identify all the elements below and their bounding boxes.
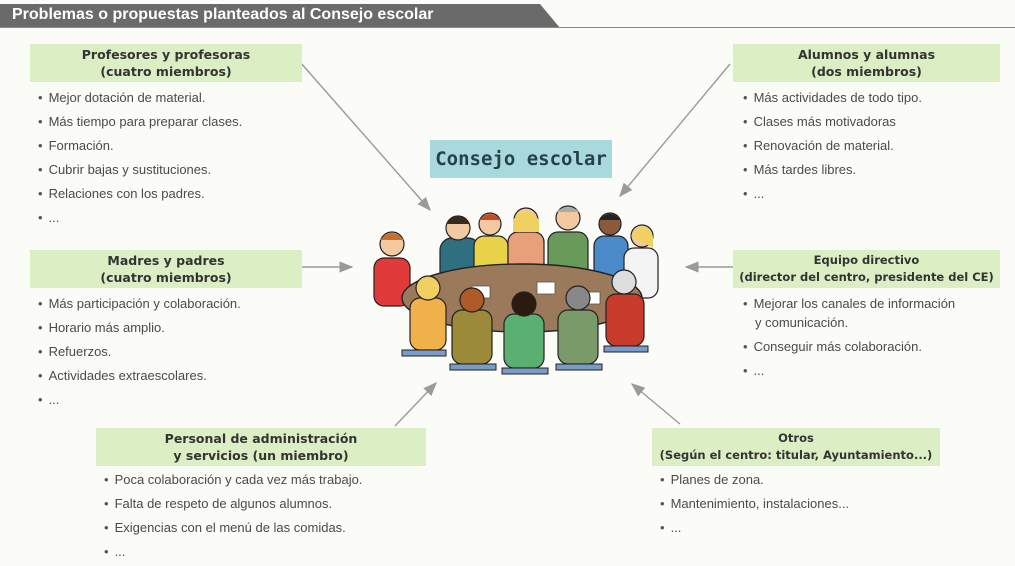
list-item: ... (38, 206, 302, 230)
consejo-escolar-title: Consejo escolar (430, 140, 612, 178)
group-otros-subtitle: (Según el centro: titular, Ayuntamiento.… (659, 448, 933, 462)
arrow-alumnos (619, 63, 731, 198)
section-title: Problemas o propuestas planteados al Con… (12, 6, 434, 23)
group-madres: Madres y padres (cuatro miembros) Más pa… (30, 250, 302, 412)
group-personal-title: Personal de administración (164, 431, 358, 446)
group-otros-header: Otros (Según el centro: titular, Ayuntam… (652, 428, 940, 466)
list-item: Más tardes libres. (743, 158, 1000, 182)
list-item: ... (104, 540, 426, 564)
meeting-illustration (373, 205, 659, 375)
list-item: Cubrir bajas y sustituciones. (38, 158, 302, 182)
list-item: ... (38, 388, 302, 412)
arrow-otros (630, 383, 681, 425)
group-personal-subtitle: y servicios (un miembro) (173, 448, 349, 463)
group-profesores-list: Mejor dotación de material. Más tiempo p… (38, 86, 302, 230)
group-madres-list: Más participación y colaboración. Horari… (38, 292, 302, 412)
group-madres-header: Madres y padres (cuatro miembros) (30, 250, 302, 288)
group-alumnos: Alumnos y alumnas (dos miembros) Más act… (733, 44, 1000, 206)
list-item: Refuerzos. (38, 340, 302, 364)
list-item: Más tiempo para preparar clases. (38, 110, 302, 134)
list-item: Relaciones con los padres. (38, 182, 302, 206)
group-equipo-title: Equipo directivo (813, 253, 920, 267)
group-profesores-subtitle: (cuatro miembros) (100, 64, 232, 79)
list-item: Más participación y colaboración. (38, 292, 302, 316)
person-front-5 (605, 269, 645, 347)
arrow-personal (394, 381, 437, 427)
group-equipo-subtitle: (director del centro, presidente del CE) (739, 270, 994, 284)
list-item: Mejor dotación de material. (38, 86, 302, 110)
person-front-4 (557, 285, 599, 365)
group-alumnos-header: Alumnos y alumnas (dos miembros) (733, 44, 1000, 82)
group-alumnos-list: Más actividades de todo tipo. Clases más… (743, 86, 1000, 206)
list-item: Más actividades de todo tipo. (743, 86, 1000, 110)
header-rule (0, 27, 1015, 28)
list-item: Formación. (38, 134, 302, 158)
list-item: Mantenimiento, instalaciones... (660, 492, 940, 516)
list-item: Poca colaboración y cada vez más trabajo… (104, 468, 426, 492)
group-otros-title: Otros (778, 431, 814, 445)
group-madres-subtitle: (cuatro miembros) (100, 270, 232, 285)
person-left (373, 231, 411, 307)
group-equipo: Equipo directivo (director del centro, p… (733, 250, 1000, 383)
person-front-3 (503, 291, 545, 369)
group-otros-list: Planes de zona. Mantenimiento, instalaci… (660, 468, 940, 540)
list-item: Conseguir más colaboración. (743, 335, 1000, 359)
list-item: Renovación de material. (743, 134, 1000, 158)
list-item: ... (660, 516, 940, 540)
list-item: Planes de zona. (660, 468, 940, 492)
group-alumnos-subtitle: (dos miembros) (811, 64, 922, 79)
group-otros: Otros (Según el centro: titular, Ayuntam… (652, 428, 940, 540)
list-item: Clases más motivadoras (743, 110, 1000, 134)
arrow-profesores (299, 61, 431, 212)
section-header-tab: Problemas o propuestas planteados al Con… (0, 4, 560, 28)
list-item: ... (743, 182, 1000, 206)
list-item: ... (743, 359, 1000, 383)
group-personal: Personal de administración y servicios (… (96, 428, 426, 564)
list-item: Falta de respeto de algunos alumnos. (104, 492, 426, 516)
list-item: Actividades extraescolares. (38, 364, 302, 388)
list-item: Horario más amplio. (38, 316, 302, 340)
group-profesores-header: Profesores y profesoras (cuatro miembros… (30, 44, 302, 82)
person-front-1 (409, 275, 447, 351)
group-madres-title: Madres y padres (107, 253, 225, 268)
list-item: Exigencias con el menú de las comidas. (104, 516, 426, 540)
group-personal-list: Poca colaboración y cada vez más trabajo… (104, 468, 426, 564)
group-alumnos-title: Alumnos y alumnas (797, 47, 936, 62)
group-profesores: Profesores y profesoras (cuatro miembros… (30, 44, 302, 230)
person-front-2 (451, 287, 493, 365)
group-personal-header: Personal de administración y servicios (… (96, 428, 426, 466)
group-profesores-title: Profesores y profesoras (81, 47, 251, 62)
group-equipo-header: Equipo directivo (director del centro, p… (733, 250, 1000, 288)
